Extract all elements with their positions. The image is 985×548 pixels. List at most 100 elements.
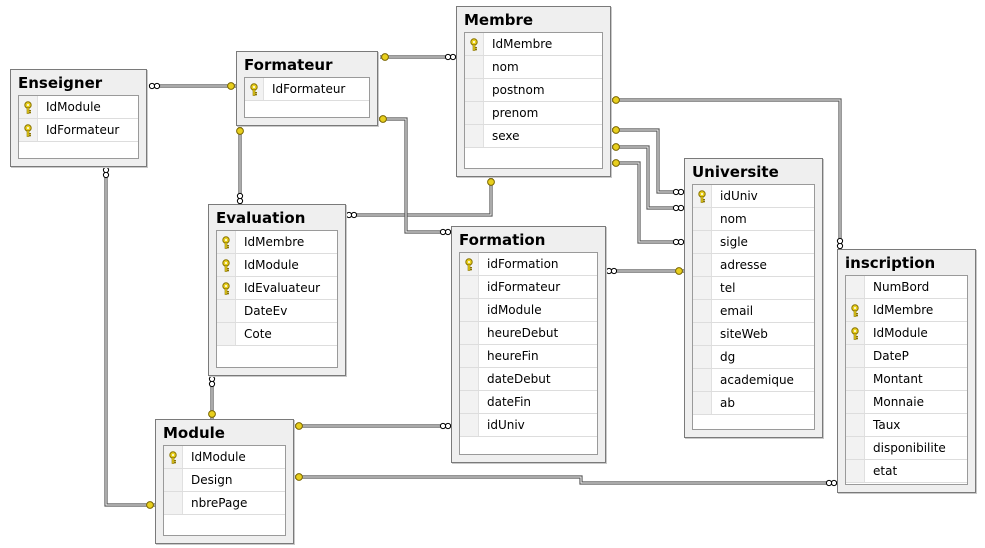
column-row[interactable]: dateDebut bbox=[460, 368, 597, 391]
relationship-enseigner-formateur[interactable] bbox=[148, 82, 236, 90]
column-row[interactable]: academique bbox=[693, 369, 814, 392]
row-selector bbox=[846, 437, 865, 459]
column-row[interactable]: dateFin bbox=[460, 391, 597, 414]
column-row[interactable]: idUniv bbox=[460, 414, 597, 437]
column-row[interactable]: IdMembre bbox=[846, 299, 967, 322]
column-row[interactable]: nom bbox=[465, 56, 602, 79]
row-selector bbox=[846, 299, 865, 321]
column-row[interactable]: Design bbox=[164, 469, 285, 492]
column-row[interactable]: idModule bbox=[460, 299, 597, 322]
table-title: Universite bbox=[692, 163, 779, 181]
row-selector bbox=[846, 322, 865, 344]
column-name: idModule bbox=[487, 303, 542, 317]
column-row[interactable]: Montant bbox=[846, 368, 967, 391]
column-row[interactable]: nom bbox=[693, 208, 814, 231]
relationship-universite-membre-2[interactable] bbox=[611, 143, 685, 212]
relationship-formation-universite[interactable] bbox=[605, 267, 684, 275]
column-row[interactable]: siteWeb bbox=[693, 323, 814, 346]
column-name: idFormation bbox=[487, 257, 559, 271]
relationship-formation-module[interactable] bbox=[294, 422, 452, 430]
row-selector bbox=[217, 277, 236, 299]
relationship-enseigner-module[interactable] bbox=[102, 166, 155, 509]
column-list: IdFormateur bbox=[244, 77, 370, 118]
column-name: sexe bbox=[492, 129, 520, 143]
column-row[interactable]: adresse bbox=[693, 254, 814, 277]
row-selector bbox=[460, 414, 479, 436]
column-name: Taux bbox=[873, 418, 901, 432]
column-row[interactable]: idUniv bbox=[693, 185, 814, 208]
relationship-evaluation-module[interactable] bbox=[208, 375, 216, 419]
column-name: dateDebut bbox=[487, 372, 551, 386]
column-name: IdEvaluateur bbox=[244, 281, 321, 295]
column-row[interactable]: tel bbox=[693, 277, 814, 300]
table-formation[interactable]: Formation idFormation idFormateur idModule h… bbox=[451, 226, 606, 463]
column-row[interactable]: sexe bbox=[465, 125, 602, 148]
column-row[interactable]: idFormation bbox=[460, 253, 597, 276]
column-row[interactable]: IdModule bbox=[217, 254, 337, 277]
column-row[interactable]: sigle bbox=[693, 231, 814, 254]
column-row[interactable]: nbrePage bbox=[164, 492, 285, 515]
column-row[interactable]: idFormateur bbox=[460, 276, 597, 299]
column-row[interactable]: postnom bbox=[465, 79, 602, 102]
column-row[interactable]: heureDebut bbox=[460, 322, 597, 345]
row-selector bbox=[693, 208, 712, 230]
column-name: nom bbox=[720, 212, 747, 226]
column-row[interactable]: IdModule bbox=[19, 96, 138, 119]
relationship-universite-membre-1[interactable] bbox=[611, 126, 685, 196]
column-row[interactable]: IdEvaluateur bbox=[217, 277, 337, 300]
relationship-inscription-membre[interactable] bbox=[611, 96, 844, 250]
column-name: email bbox=[720, 304, 754, 318]
column-row[interactable]: IdModule bbox=[846, 322, 967, 345]
column-row[interactable]: DateP bbox=[846, 345, 967, 368]
column-name: NumBord bbox=[873, 280, 930, 294]
column-row[interactable]: NumBord bbox=[846, 276, 967, 299]
table-title: Formateur bbox=[244, 56, 333, 74]
column-row[interactable]: IdFormateur bbox=[19, 119, 138, 142]
column-row[interactable]: DateEv bbox=[217, 300, 337, 323]
row-selector bbox=[164, 492, 183, 514]
column-row[interactable]: ab bbox=[693, 392, 814, 415]
column-row[interactable]: Monnaie bbox=[846, 391, 967, 414]
column-row[interactable]: IdMembre bbox=[217, 231, 337, 254]
column-row[interactable]: IdModule bbox=[164, 446, 285, 469]
column-name: Montant bbox=[873, 372, 923, 386]
column-name: idUniv bbox=[487, 418, 525, 432]
column-name: idUniv bbox=[720, 189, 758, 203]
relationship-inscription-module[interactable] bbox=[294, 473, 838, 487]
column-row[interactable]: Cote bbox=[217, 323, 337, 346]
row-selector bbox=[693, 277, 712, 299]
column-row[interactable]: disponibilite bbox=[846, 437, 967, 460]
row-selector bbox=[164, 446, 183, 468]
relationship-formation-formateur[interactable] bbox=[378, 115, 452, 236]
column-row[interactable]: IdFormateur bbox=[245, 78, 369, 101]
column-row[interactable]: etat bbox=[846, 460, 967, 483]
relationship-evaluation-formateur[interactable] bbox=[236, 126, 244, 205]
column-row[interactable]: email bbox=[693, 300, 814, 323]
relationship-universite-membre-3[interactable] bbox=[611, 159, 685, 246]
table-title: Formation bbox=[459, 231, 546, 249]
column-name: tel bbox=[720, 281, 736, 295]
column-row[interactable]: dg bbox=[693, 346, 814, 369]
table-title: inscription bbox=[845, 254, 936, 272]
column-row[interactable]: IdMembre bbox=[465, 33, 602, 56]
row-selector bbox=[460, 391, 479, 413]
column-name: heureFin bbox=[487, 349, 539, 363]
column-row[interactable]: Taux bbox=[846, 414, 967, 437]
relationship-evaluation-membre[interactable] bbox=[345, 177, 495, 219]
column-row[interactable]: heureFin bbox=[460, 345, 597, 368]
column-name: Cote bbox=[244, 327, 272, 341]
table-title: Evaluation bbox=[216, 209, 306, 227]
relationship-formateur-membre[interactable] bbox=[380, 53, 457, 61]
row-selector bbox=[465, 102, 484, 124]
row-selector bbox=[465, 33, 484, 55]
column-row[interactable]: prenom bbox=[465, 102, 602, 125]
